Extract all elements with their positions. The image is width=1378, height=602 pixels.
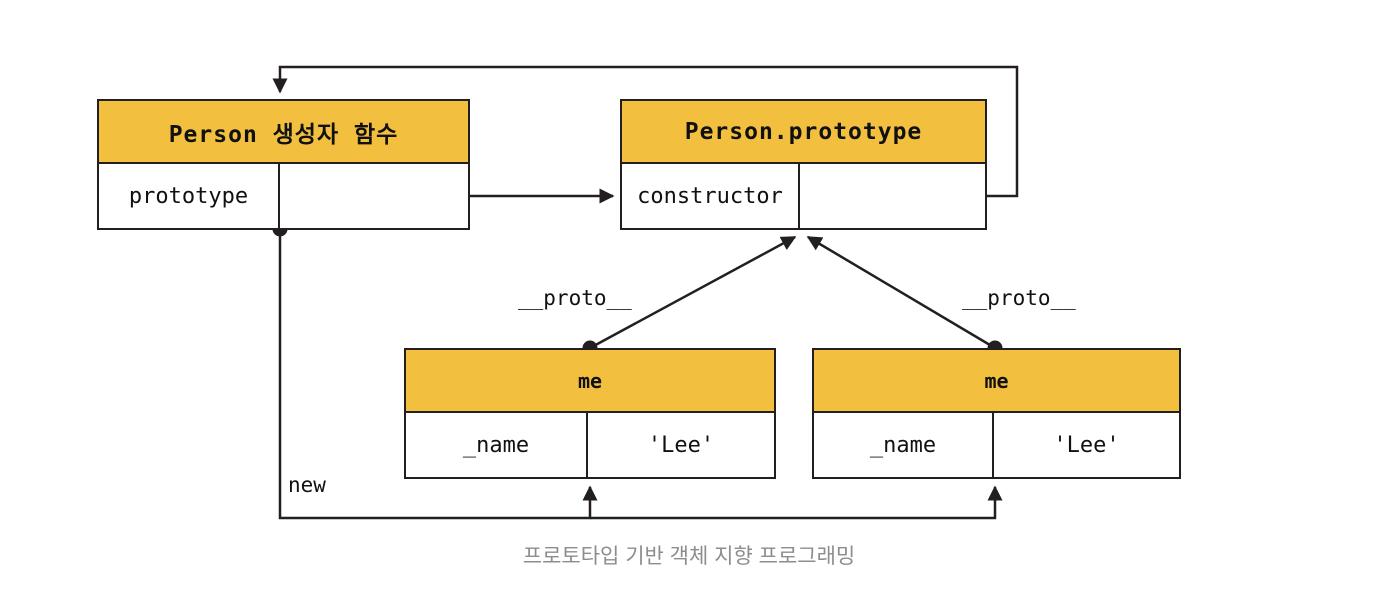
diagram-caption: 프로토타입 기반 객체 지향 프로그래밍 (522, 545, 856, 568)
new-label: new (288, 473, 326, 497)
me-right-name-row: _name 'Lee' (814, 413, 1179, 477)
me-right-title: me (814, 350, 1179, 413)
person-constructor-title: Person 생성자 함수 (99, 101, 468, 164)
me-instance-right-box: me _name 'Lee' (812, 348, 1181, 479)
constructor-row: constructor (622, 164, 985, 228)
me-instance-left-box: me _name 'Lee' (404, 348, 776, 479)
constructor-value (800, 164, 985, 228)
proto-label-right: __proto__ (962, 286, 1076, 310)
person-prototype-box: Person.prototype constructor (620, 99, 987, 230)
me-left-name-key: _name (406, 413, 588, 477)
person-prototype-key: prototype (99, 164, 280, 228)
me-right-name-key: _name (814, 413, 994, 477)
person-prototype-title: Person.prototype (622, 101, 985, 164)
person-prototype-value (280, 164, 468, 228)
constructor-key: constructor (622, 164, 800, 228)
me-left-name-value: 'Lee' (647, 432, 715, 458)
person-prototype-row: prototype (99, 164, 468, 228)
proto-label-left: __proto__ (518, 286, 632, 310)
person-constructor-box: Person 생성자 함수 prototype (97, 99, 470, 230)
me-left-name-row: _name 'Lee' (406, 413, 774, 477)
me-right-name-value: 'Lee' (1053, 432, 1120, 458)
me-left-title: me (406, 350, 774, 413)
